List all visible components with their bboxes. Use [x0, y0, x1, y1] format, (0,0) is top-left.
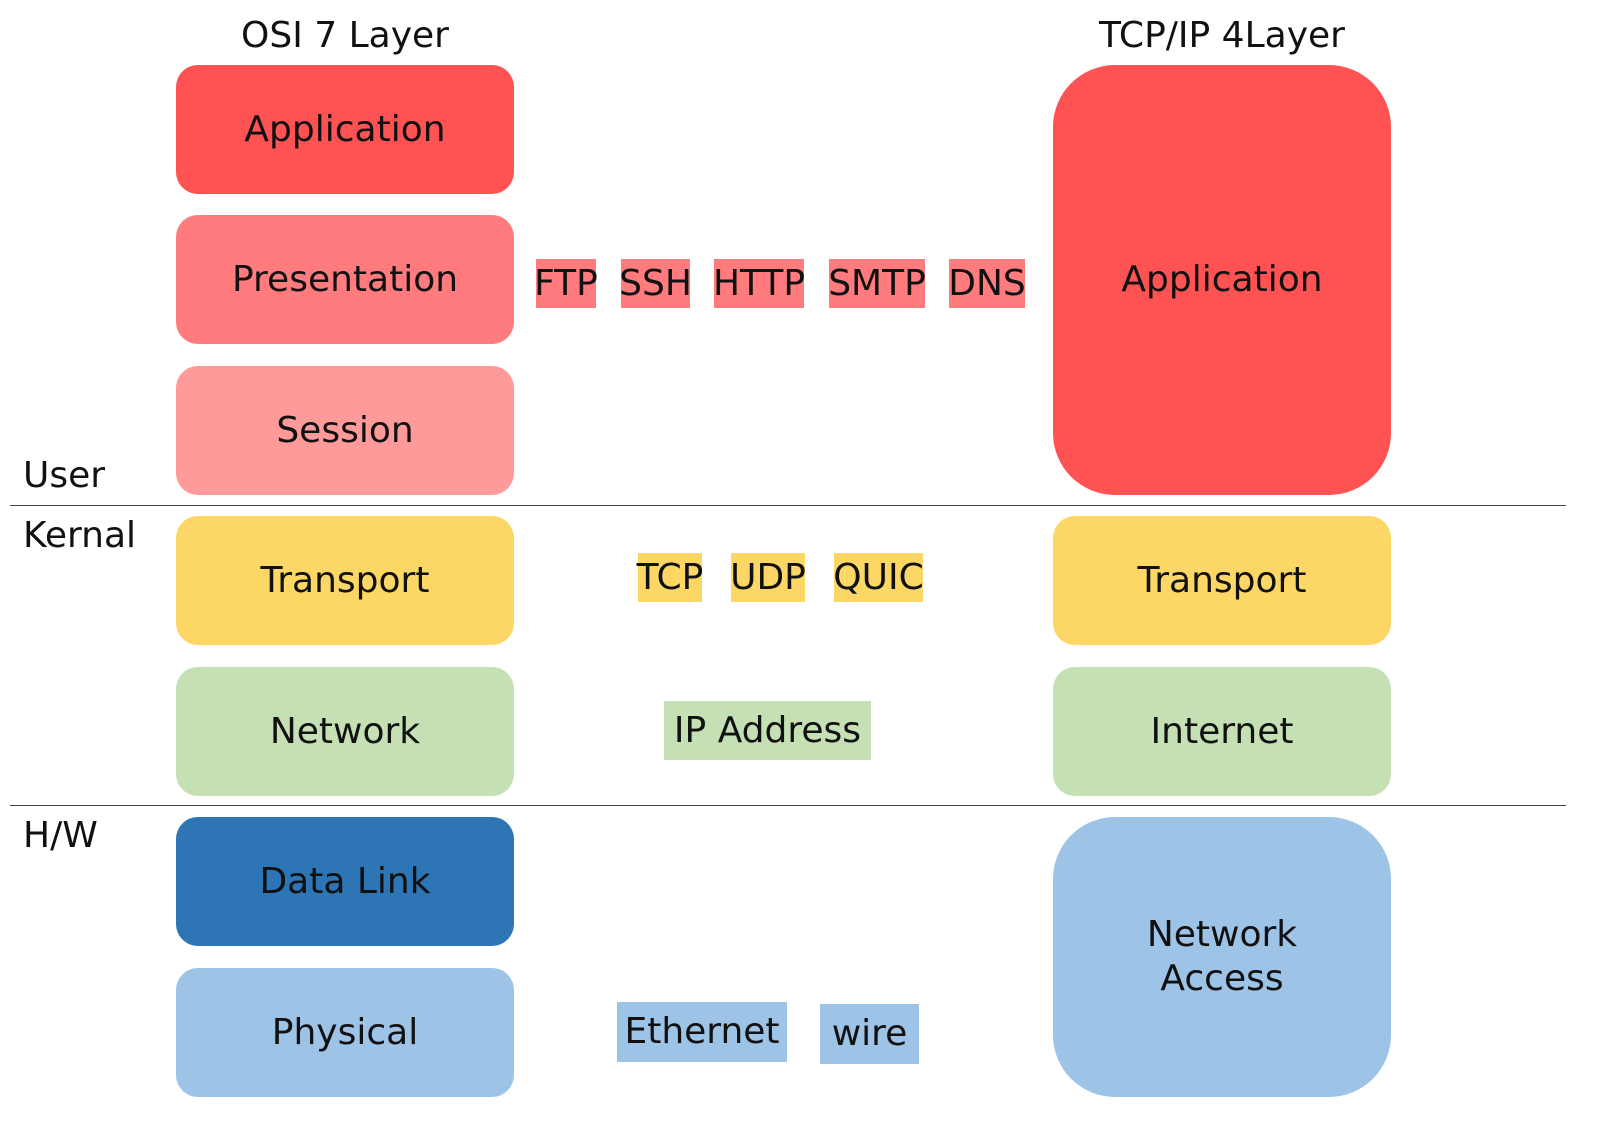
osi-layer-physical: Physical	[176, 968, 514, 1097]
osi-heading: OSI 7 Layer	[241, 15, 449, 56]
protocol-tag-ssh: SSH	[619, 259, 692, 308]
protocol-tag-quic: QUIC	[833, 553, 924, 602]
protocol-tag-dns: DNS	[948, 259, 1026, 308]
osi-layer-session: Session	[176, 366, 514, 495]
tcpip-layer-application: Application	[1053, 65, 1391, 495]
tcpip-layer-transport: Transport	[1053, 516, 1391, 645]
user-kernel-divider	[10, 505, 1566, 506]
protocol-tag-ip-address: IP Address	[664, 701, 871, 760]
osi-layer-application: Application	[176, 65, 514, 194]
osi-layer-transport: Transport	[176, 516, 514, 645]
protocol-tag-ftp: FTP	[534, 259, 598, 308]
tcpip-layer-internet: Internet	[1053, 667, 1391, 796]
zone-label-kernel: Kernal	[23, 515, 137, 556]
kernel-hw-divider	[10, 805, 1566, 806]
protocol-tag-smtp: SMTP	[828, 259, 926, 308]
tcpip-layer-network-access: Network Access	[1053, 817, 1391, 1097]
osi-layer-data-link: Data Link	[176, 817, 514, 946]
protocol-tag-tcp: TCP	[637, 553, 703, 602]
protocol-tag-ethernet: Ethernet	[617, 1002, 787, 1062]
zone-label-hw: H/W	[23, 815, 98, 856]
tcpip-heading: TCP/IP 4Layer	[1099, 15, 1345, 56]
protocol-tag-wire: wire	[820, 1004, 919, 1064]
osi-layer-presentation: Presentation	[176, 215, 514, 344]
osi-layer-network: Network	[176, 667, 514, 796]
protocol-tag-udp: UDP	[730, 553, 806, 602]
protocol-tag-http: HTTP	[713, 259, 805, 308]
zone-label-user: User	[23, 455, 106, 496]
